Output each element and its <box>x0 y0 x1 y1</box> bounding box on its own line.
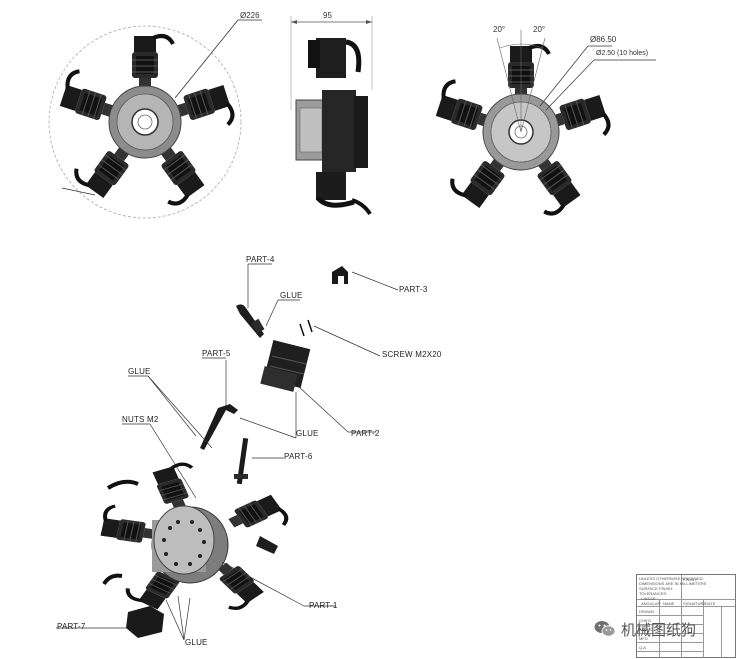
callout-part-4: PART-4 <box>246 255 275 264</box>
callout-part-1: PART-1 <box>309 601 338 610</box>
callout-part-3: PART-3 <box>399 285 428 294</box>
title-block-row: CHK'D <box>639 618 652 623</box>
dim-angle-right: 20° <box>533 25 546 34</box>
title-block-row: DRAWN <box>639 609 654 614</box>
nuts-leader <box>122 423 197 499</box>
callout-glue-top: GLUE <box>280 291 303 300</box>
glue-top-leader <box>265 299 300 327</box>
screw-shape <box>299 319 381 357</box>
part-7-shape <box>56 606 164 638</box>
title-block-notes: UNLESS OTHERWISE SPECIFIED: DIMENSIONS A… <box>639 576 707 606</box>
title-block-row: MFG <box>639 636 648 641</box>
isometric-assembly <box>98 459 336 615</box>
title-block-finish: FINISH: <box>683 577 698 582</box>
title-block-name-col: NAME <box>663 601 675 606</box>
part-6-shape <box>234 437 284 485</box>
front-view-right <box>433 30 656 218</box>
part-2-shape <box>260 339 376 433</box>
side-view-middle <box>290 16 373 216</box>
dim-diameter-86-50: Ø86.50 <box>590 35 617 44</box>
glue-left-leader <box>128 375 213 449</box>
watermark-text: 机械图纸狗 <box>621 620 697 639</box>
dim-hole-spec: Ø2.50 (10 holes) <box>596 50 649 57</box>
title-block-signature-col: SIGNATURE <box>683 601 707 606</box>
callout-glue-mid: GLUE <box>296 429 319 438</box>
callout-part-6: PART-6 <box>284 452 313 461</box>
title-block-row: Q.A <box>639 645 646 650</box>
title-block: UNLESS OTHERWISE SPECIFIED: DIMENSIONS A… <box>636 574 736 658</box>
part-3-shape <box>332 266 399 291</box>
title-block-date-col: DATE <box>705 601 716 606</box>
part-5-shape <box>200 357 238 450</box>
front-view-left <box>48 19 262 219</box>
wechat-icon <box>594 621 616 637</box>
callout-part-7: PART-7 <box>57 622 86 631</box>
part-4-shape <box>236 263 272 338</box>
glue-bottom-leader <box>165 595 191 641</box>
callout-glue-bottom: GLUE <box>185 638 208 647</box>
dim-diameter-226: Ø226 <box>240 11 260 20</box>
callout-glue-left: GLUE <box>128 367 151 376</box>
callout-screw: SCREW M2X20 <box>382 350 442 359</box>
glue-mid-leader <box>239 392 297 439</box>
dim-width-95: 95 <box>323 11 332 20</box>
callout-part-2: PART-2 <box>351 429 380 438</box>
title-block-row: APPV'D <box>639 627 654 632</box>
watermark: 机械图纸狗 <box>594 618 696 640</box>
dim-angle-left: 20° <box>493 25 506 34</box>
callout-part-5: PART-5 <box>202 349 231 358</box>
callout-nuts: NUTS M2 <box>122 415 159 424</box>
